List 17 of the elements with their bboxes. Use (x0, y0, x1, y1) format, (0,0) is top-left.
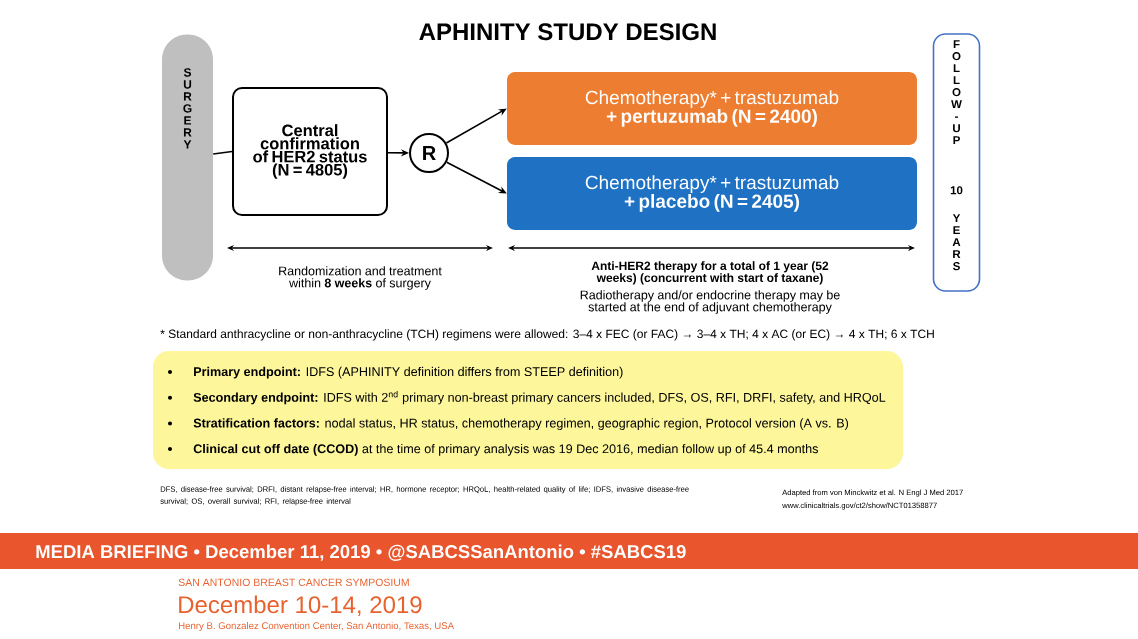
treatment-arm-box: Chemotherapy* + trastuzumab + placebo (N = 2405) (507, 157, 917, 230)
bullet-text: Clinical cut off date (CCOD) at the time of primary analysis was 19 Dec 2016, median follow up of 45.4 months (193, 443, 818, 456)
bullet-text: Stratification factors: nodal status, HR status, chemotherapy regimen, geographic region, Protocol version (A vs. B) (193, 418, 849, 430)
note-text: Radiotherapy and/or endocrine therapy may be started at the end of adjuvant chemotherapy (580, 290, 840, 314)
bullet-text: Secondary endpoint: IDFS with 2$^{nd}$ primary non-breast primary cancers included, DFS, OS, RFI, DRFI, safety, and HRQoL (193, 390, 886, 405)
arrow (445, 108, 507, 144)
follow-up-bar: F O L L O W - U P 10 Y E A R S (932, 33, 981, 292)
media-banner: MEDIA BRIEFING • December 11, 2019 • @SABCSSanAntonio • #SABCS19 (0, 533, 1138, 569)
note-text: Randomization and treatment within 8 weeks of surgery (279, 266, 442, 290)
event-date: December 10-14, 2019 (179, 595, 422, 617)
event-venue: Henry B. Gonzalez Convention Center, San Antonio, Texas, USA (179, 622, 455, 631)
bullet-text: Primary endpoint: IDFS (APHINITY definition differs from STEEP definition) (194, 366, 623, 379)
title: APHINITY STUDY DESIGN (419, 23, 716, 41)
process-box: Central confirmation of HER2 status (N = 4805) (232, 87, 388, 216)
note-text: Anti-HER2 therapy for a total of 1 year (52 weeks) (concurrent with start of taxane) (591, 261, 829, 285)
treatment-arm-box: Chemotherapy* + trastuzumab + pertuzumab (N = 2400) (507, 72, 917, 145)
surgery-bar: S U R G E R Y (162, 34, 213, 281)
